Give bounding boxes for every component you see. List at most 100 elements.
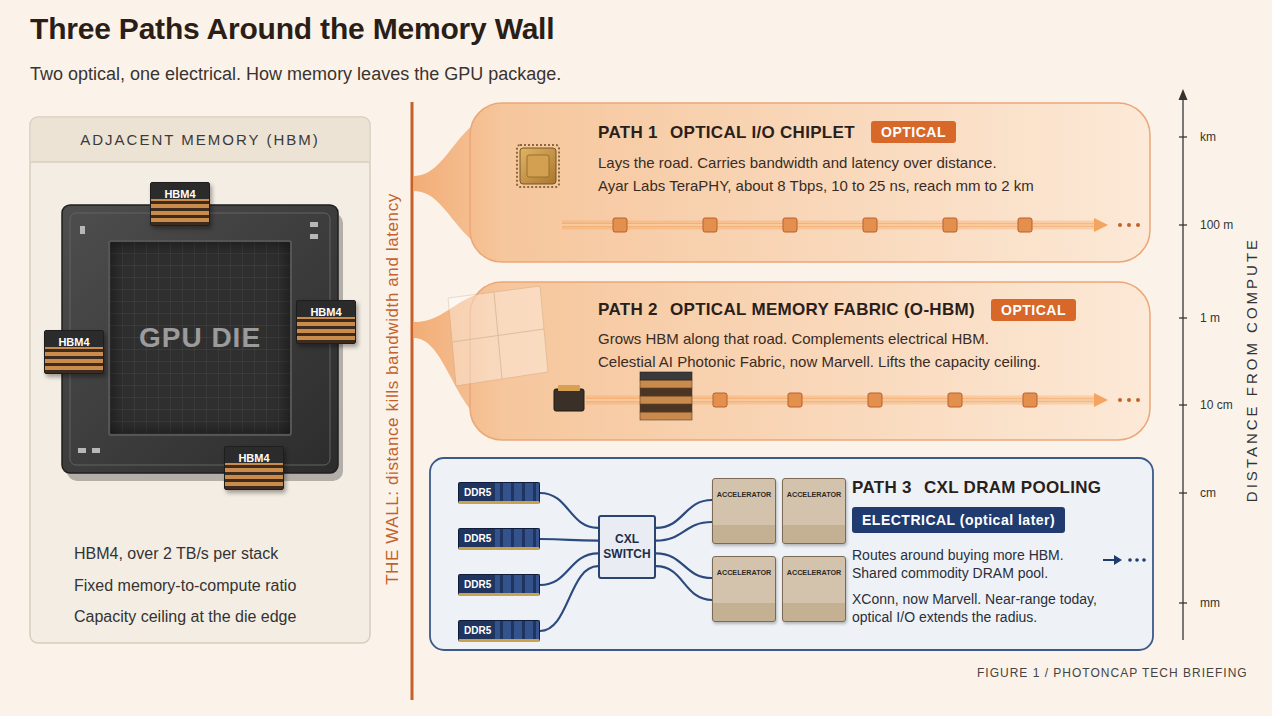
memory-chip: [713, 393, 727, 407]
axis-title: DISTANCE FROM COMPUTE: [1243, 220, 1260, 520]
accelerator: ACCELERATOR: [782, 556, 846, 622]
node-text: ACCELERATOR: [787, 490, 841, 499]
hbm-stack: HBM4: [224, 446, 284, 490]
axis-tick-label: 1 m: [1200, 311, 1220, 325]
path-number: PATH 1: [598, 123, 658, 143]
hbm-layer: [640, 412, 692, 420]
fabric-chip-top: [558, 385, 580, 391]
memory-chip: [788, 393, 802, 407]
path-title: OPTICAL MEMORY FABRIC (O-HBM): [670, 300, 975, 320]
continuation-dot: [1142, 558, 1146, 562]
optical-chiplet: [520, 148, 556, 184]
node-text: ACCELERATOR: [717, 490, 771, 499]
panel-divider: [31, 161, 369, 163]
axis-arrowhead: [1179, 89, 1188, 100]
memory-plane-grid: [494, 292, 502, 379]
node-text: ACCELERATOR: [717, 568, 771, 577]
chip-pins: [517, 145, 559, 187]
continuation-dot: [1118, 398, 1122, 402]
panel-note: Capacity ceiling at the die edge: [74, 608, 296, 626]
path-panel-ground: [470, 103, 1150, 262]
cxl-switch: CXL SWITCH: [598, 515, 656, 579]
dram-module: DDR5: [458, 620, 540, 642]
link-wire: [656, 553, 712, 578]
axis-tick-label: mm: [1200, 596, 1220, 610]
axis-tick-label: km: [1200, 130, 1216, 144]
continuation-dot: [1118, 223, 1122, 227]
node-text: OPTICAL: [881, 124, 946, 140]
dram-module: DDR5: [458, 528, 540, 550]
path-title: CXL DRAM POOLING: [924, 478, 1101, 498]
wall-label: THE WALL: distance kills bandwidth and l…: [383, 109, 403, 669]
package-bevel: [70, 213, 330, 465]
path-panel: PATH 3CXL DRAM POOLINGRoutes around buyi…: [430, 458, 1153, 650]
node-text: DDR5: [464, 533, 491, 544]
axis-tick: [1179, 492, 1187, 493]
node-text: ACCELERATOR: [787, 568, 841, 577]
hbm-stack: HBM4: [44, 330, 104, 374]
hbm-stack: HBM4: [150, 182, 210, 226]
node-text: CXL SWITCH: [603, 532, 650, 562]
accelerator: ACCELERATOR: [712, 478, 776, 544]
memory-chip: [868, 393, 882, 407]
path-example: Celestial AI Photonic Fabric, now Marvel…: [598, 352, 1138, 371]
type-badge: ELECTRICAL (optical later): [852, 507, 1065, 533]
memory-chip: [1023, 393, 1037, 407]
wall-line: [411, 102, 414, 700]
memory-plane: [448, 286, 548, 386]
path-panel-ground: [430, 458, 1153, 650]
link-wire: [540, 493, 598, 528]
axis-tick: [1179, 602, 1187, 603]
node-text: HBM4: [310, 306, 341, 318]
repeater-chip: [783, 218, 797, 232]
accelerator: ACCELERATOR: [782, 478, 846, 544]
path-description: Lays the road. Carries bandwidth and lat…: [598, 153, 1138, 172]
gpu-die: GPU DIE: [108, 240, 292, 436]
node-text: DDR5: [464, 487, 491, 498]
panel-note: HBM4, over 2 TB/s per stack: [74, 545, 278, 563]
repeater-chip: [613, 218, 627, 232]
path-description: Routes around buying more HBM. Shared co…: [852, 546, 1098, 582]
diagram-caption: Two optical, one electrical. How memory …: [30, 64, 561, 85]
fabric-chip: [554, 389, 584, 411]
repeater-chip: [703, 218, 717, 232]
memory-chip: [948, 393, 962, 407]
panel-note: Fixed memory-to-compute ratio: [74, 577, 296, 595]
node-text: ELECTRICAL (optical later): [862, 512, 1055, 528]
panel-header-ground: [31, 118, 370, 162]
dram-module: DDR5: [458, 482, 540, 504]
capacitor: [80, 226, 85, 234]
capacitor: [92, 448, 100, 453]
path-panel-ground: [470, 282, 1150, 440]
hbm-layer: [640, 396, 692, 404]
hbm-layer: [640, 404, 692, 412]
axis-tick-label: cm: [1200, 486, 1216, 500]
continuation-dot: [1136, 398, 1140, 402]
light-glow: [586, 396, 1098, 405]
link-wire: [656, 522, 712, 541]
path-example: Ayar Labs TeraPHY, about 8 Tbps, 10 to 2…: [598, 176, 1138, 195]
path-number: PATH 2: [598, 300, 658, 320]
diagram-title: Three Paths Around the Memory Wall: [30, 12, 554, 46]
path-example: XConn, now Marvell. Near-range today, op…: [852, 590, 1098, 626]
memory-panel: ADJACENT MEMORY (HBM)HBM4, over 2 TB/s p…: [30, 117, 370, 643]
axis-tick-label: 10 cm: [1200, 398, 1233, 412]
path-title: OPTICAL I/O CHIPLET: [670, 123, 855, 143]
node-text: HBM4: [238, 452, 269, 464]
node-text: DDR5: [464, 625, 491, 636]
hbm-layer: [640, 388, 692, 396]
capacitor: [78, 448, 86, 453]
accelerator: ACCELERATOR: [712, 556, 776, 622]
path-panel: PATH 2OPTICAL MEMORY FABRIC (O-HBM)Grows…: [470, 282, 1150, 440]
continuation-dot: [1136, 223, 1140, 227]
path-panel: PATH 1 OPTICAL I/O CHIPLET Lays the road. …: [470, 103, 1150, 262]
continuation-dot: [1135, 558, 1139, 562]
node-text: HBM4: [58, 336, 89, 348]
continuation-dot: [1127, 223, 1131, 227]
repeater-chip: [1018, 218, 1032, 232]
continuation-dot: [1127, 398, 1131, 402]
hbm-layer: [640, 380, 692, 388]
continuation-dot: [1128, 558, 1132, 562]
axis-tick: [1179, 404, 1187, 405]
